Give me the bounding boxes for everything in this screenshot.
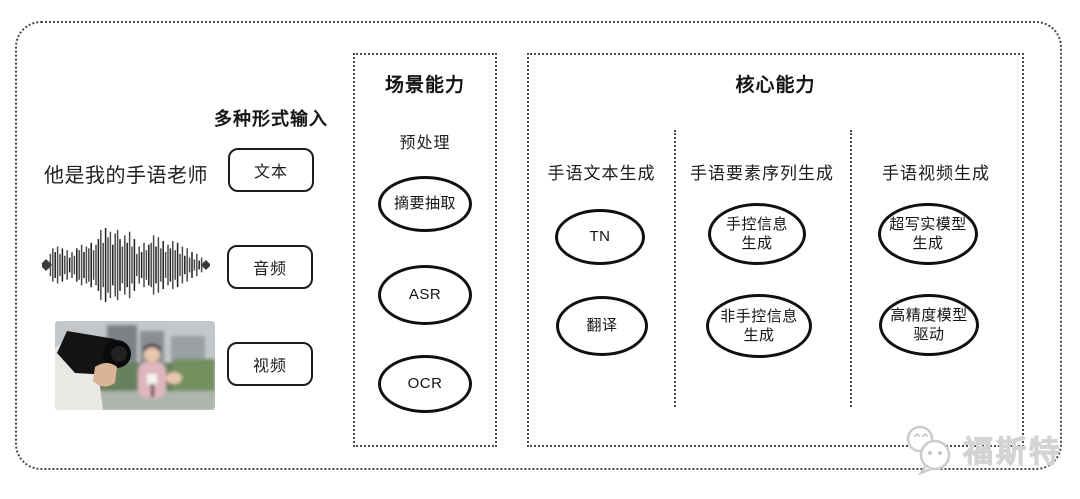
core-node-label: 非手控信息 — [720, 307, 798, 325]
scene-node-label: OCR — [407, 375, 443, 393]
core-node-label: TN — [589, 228, 611, 246]
core-node-label: 生成 — [743, 327, 775, 344]
input-box-text-label: 文本 — [253, 164, 288, 181]
inputs-heading: 多种形式输入 — [214, 109, 328, 129]
core-column-header-element-sequence: 手语要素序列生成 — [690, 164, 834, 183]
sample-text-sentence: 他是我的手语老师 — [44, 165, 208, 187]
core-node-label: 生成 — [741, 235, 773, 252]
scene-panel-title: 场景能力 — [384, 75, 465, 96]
scene-panel-subtitle: 预处理 — [399, 135, 451, 152]
core-node-label: 生成 — [912, 235, 944, 252]
core-node-translation: 翻译 — [556, 296, 648, 356]
core-node-high-precision-model-driving: 高精度模型 驱动 — [879, 294, 979, 356]
core-node-tn: TN — [555, 209, 645, 265]
core-column-divider-1 — [674, 130, 676, 407]
core-node-label: 驱动 — [913, 326, 945, 343]
core-column-header-text-generation: 手语文本生成 — [547, 164, 656, 183]
core-node-label: 翻译 — [586, 317, 618, 335]
input-box-text: 文本 — [228, 148, 314, 192]
core-column-header-video-generation: 手语视频生成 — [882, 164, 990, 183]
core-node-label: 手控信息 — [725, 215, 788, 233]
outer-dotted-frame — [15, 21, 1062, 470]
core-column-divider-2 — [850, 130, 852, 407]
core-node-label: 超写实模型 — [889, 215, 967, 233]
audio-waveform-icon — [42, 228, 210, 302]
input-box-audio: 音频 — [227, 245, 313, 289]
scene-node-label: 摘要抽取 — [393, 195, 456, 213]
core-node-label: 高精度模型 — [890, 306, 968, 324]
scene-node-ocr: OCR — [378, 355, 472, 413]
core-node-non-manual-info-generation: 非手控信息 生成 — [706, 294, 812, 358]
core-capability-panel: 核心能力 手语文本生成 手语要素序列生成 手语视频生成 TN 翻译 手控信息 生… — [527, 53, 1024, 447]
video-thumbnail — [55, 321, 215, 410]
core-node-manual-info-generation: 手控信息 生成 — [708, 203, 806, 265]
scene-node-summary-extraction: 摘要抽取 — [378, 176, 472, 232]
scene-node-asr: ASR — [378, 265, 472, 325]
input-box-video: 视频 — [227, 342, 313, 386]
video-thumbnail-illustration — [55, 321, 215, 410]
input-box-video-label: 视频 — [252, 358, 287, 375]
scene-capability-panel: 场景能力 预处理 摘要抽取 ASR OCR — [353, 53, 497, 447]
core-panel-title: 核心能力 — [735, 75, 816, 96]
core-node-hyperrealistic-model-generation: 超写实模型 生成 — [878, 203, 978, 265]
scene-node-label: ASR — [408, 286, 442, 304]
input-box-audio-label: 音频 — [252, 261, 287, 278]
